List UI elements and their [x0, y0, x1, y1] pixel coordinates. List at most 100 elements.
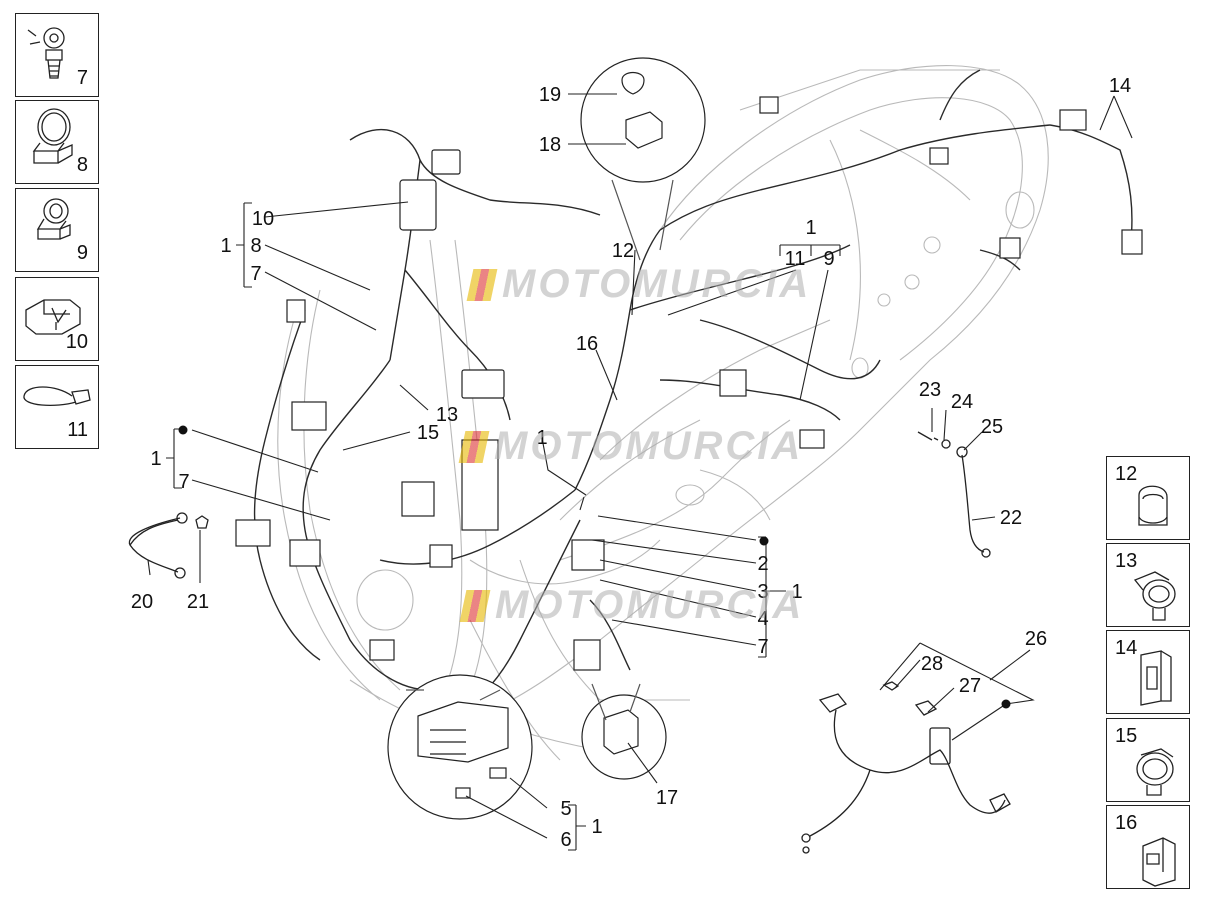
connector — [929, 147, 949, 165]
connector — [573, 639, 601, 671]
callout-24: 24 — [951, 391, 973, 413]
connector — [291, 401, 327, 431]
callout-17: 17 — [656, 787, 678, 809]
clip-18 — [625, 111, 663, 149]
part-box-label: 7 — [76, 67, 88, 89]
watermark-logo: MOTOMURCIA — [459, 583, 804, 628]
callout-1: 1 — [791, 581, 802, 603]
connector — [719, 369, 747, 397]
callout-16: 16 — [576, 333, 598, 355]
callout-7: 7 — [250, 263, 261, 285]
bullet-dot — [1001, 699, 1011, 709]
callout-1: 1 — [536, 427, 547, 449]
connector — [799, 429, 825, 449]
leader-lines — [147, 93, 1133, 851]
callout-12: 12 — [612, 240, 634, 262]
part-box-15: 15 — [1106, 718, 1190, 802]
part-box-label: 15 — [1115, 725, 1138, 747]
connector — [289, 539, 321, 567]
callout-27: 27 — [959, 675, 981, 697]
holder-14-icon — [1140, 650, 1172, 706]
part-box-14: 14 — [1106, 630, 1190, 714]
clip-stud-icon — [27, 27, 65, 79]
callout-18: 18 — [539, 134, 561, 156]
callout-28: 28 — [921, 653, 943, 675]
callout-21: 21 — [187, 591, 209, 613]
callout-6: 6 — [560, 829, 571, 851]
fuse-box — [417, 701, 509, 763]
callout-3: 3 — [757, 581, 768, 603]
bullet-dot — [759, 536, 769, 546]
connector — [399, 179, 437, 231]
part-box-13: 13 — [1106, 543, 1190, 627]
part-box-7: 7 — [15, 13, 99, 97]
callout-22: 22 — [1000, 507, 1022, 529]
callout-7: 7 — [757, 636, 768, 658]
part-box-10: 10 — [15, 277, 99, 361]
callout-23: 23 — [919, 379, 941, 401]
callout-5: 5 — [560, 798, 571, 820]
connector — [759, 96, 779, 114]
callout-13: 13 — [436, 404, 458, 426]
bracket-17 — [603, 709, 639, 755]
part-box-label: 9 — [76, 242, 88, 264]
clip-19 — [621, 71, 645, 95]
callout-19: 19 — [539, 84, 561, 106]
connector — [461, 369, 505, 399]
callout-26: 26 — [1025, 628, 1047, 650]
part-box-16: 16 — [1106, 805, 1190, 889]
connector — [235, 519, 271, 547]
callout-9: 9 — [823, 248, 834, 270]
part-box-label: 12 — [1115, 463, 1138, 485]
callout-7: 7 — [178, 471, 189, 493]
callout-20: 20 — [131, 591, 153, 613]
connectors — [235, 96, 1143, 671]
clamp-13-icon — [1133, 571, 1176, 621]
part-box-8: 8 — [15, 100, 99, 184]
main-harness — [253, 69, 1133, 711]
connector — [369, 639, 395, 661]
cable-tie-icon — [23, 386, 91, 406]
cable-clamp-icon — [32, 108, 73, 164]
clip-12-icon — [1138, 485, 1168, 526]
connector — [571, 539, 605, 571]
callout-14: 14 — [1109, 75, 1131, 97]
part-box-label: 14 — [1115, 637, 1138, 659]
cable-clip-icon — [36, 198, 71, 240]
connector — [286, 299, 306, 323]
connector — [401, 481, 435, 517]
callout-1: 1 — [805, 217, 816, 239]
bullet-dot — [178, 425, 188, 435]
fuse-6 — [455, 787, 471, 799]
connector — [1059, 109, 1087, 131]
part-box-label: 10 — [65, 331, 88, 353]
callout-1: 1 — [220, 235, 231, 257]
detail-circle-fusebox — [387, 674, 533, 820]
callout-4: 4 — [757, 608, 768, 630]
connector — [431, 149, 461, 175]
connector — [1121, 229, 1143, 255]
watermark-logo: MOTOMURCIA — [466, 262, 811, 307]
part-box-label: 8 — [76, 154, 88, 176]
callout-11: 11 — [785, 248, 806, 270]
callout-8: 8 — [250, 235, 261, 257]
callout-1: 1 — [591, 816, 602, 838]
clamp-15-icon — [1136, 748, 1174, 796]
frame-outline — [277, 65, 1049, 761]
detail-circle-bracket — [581, 694, 667, 780]
connector-holder-icon — [25, 299, 81, 335]
part-box-label: 11 — [67, 419, 88, 441]
battery-cable — [128, 512, 209, 579]
callout-2: 2 — [757, 553, 768, 575]
fuse-5 — [489, 767, 507, 779]
ground-cable — [917, 431, 991, 558]
accessory-cable — [801, 681, 1011, 854]
callout-1: 1 — [150, 448, 161, 470]
callout-15: 15 — [417, 422, 439, 444]
callout-10: 10 — [252, 208, 274, 230]
watermark-logo: MOTOMURCIA — [458, 424, 803, 469]
connector — [999, 237, 1021, 259]
part-box-label: 13 — [1115, 550, 1138, 572]
part-box-11: 11 — [15, 365, 99, 449]
